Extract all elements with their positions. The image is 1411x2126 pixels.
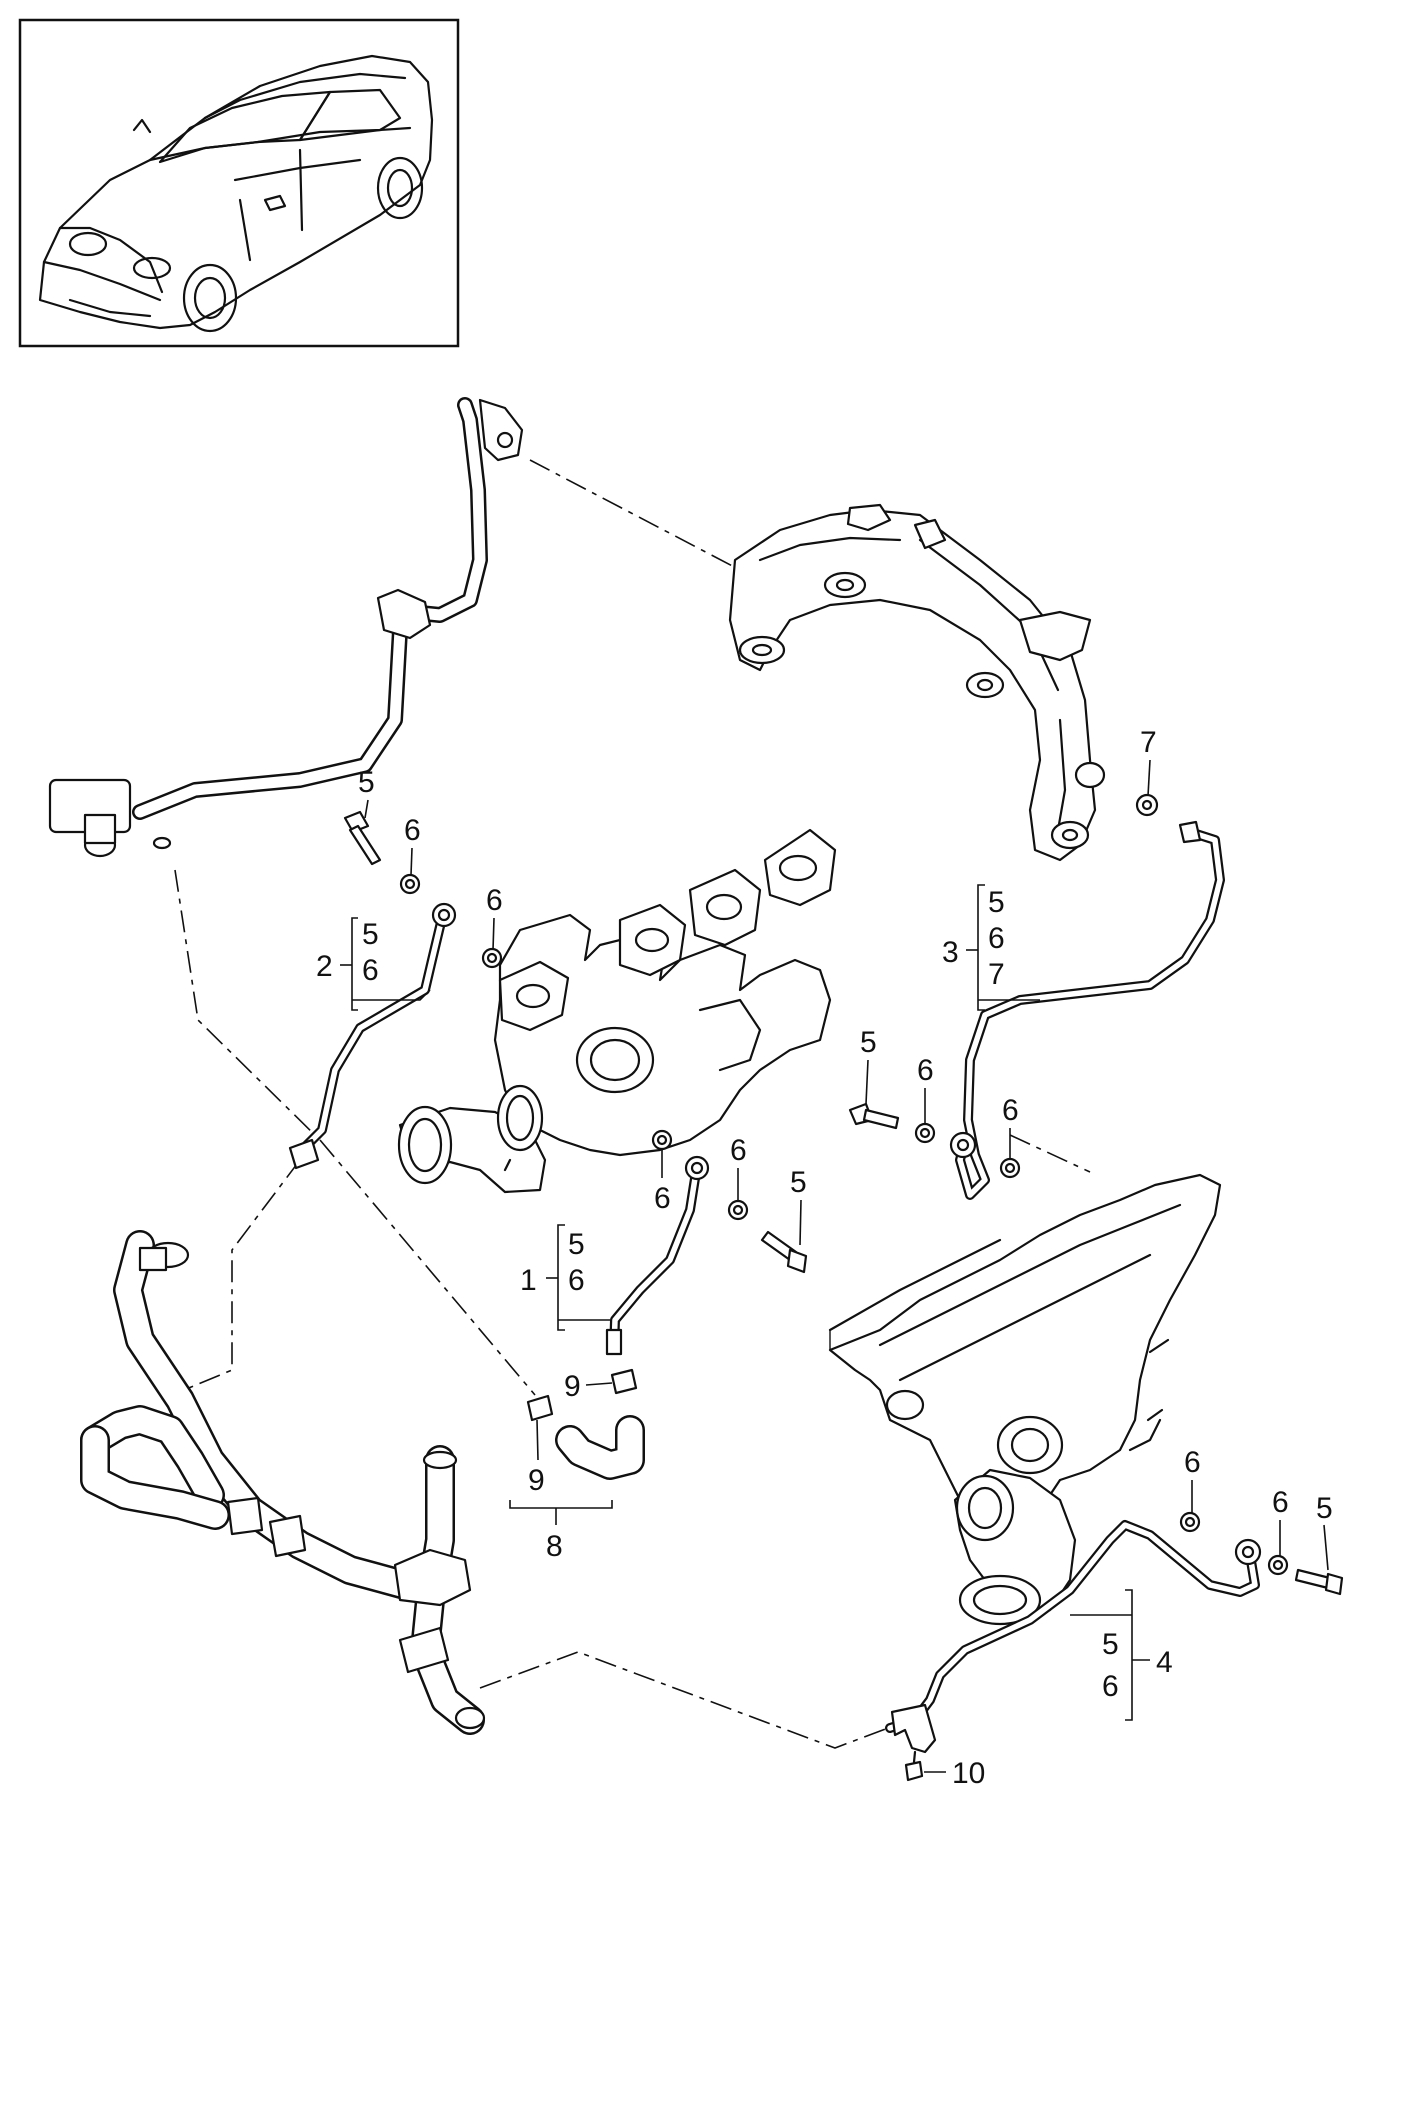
fasteners: [343, 793, 1344, 1782]
callout-2: 2: [316, 950, 333, 983]
callout-8: 8: [546, 1530, 563, 1563]
callout-5: 5: [790, 1166, 807, 1199]
callout-3-sub-7: 7: [988, 958, 1005, 991]
clamp-9: [610, 1368, 638, 1395]
callout-4: 4: [1156, 1646, 1173, 1679]
callout-6: 6: [1002, 1094, 1019, 1127]
left-turbocharger: [397, 828, 837, 1194]
washer-6: [1179, 1511, 1201, 1533]
thumbnail-frame: [18, 18, 460, 348]
washer-6: [399, 873, 421, 895]
callout-4-sub-6: 6: [1102, 1670, 1119, 1703]
bolt-5-lower-middle: [760, 1230, 808, 1274]
bolt-5-middle-right: [848, 1102, 900, 1130]
upper-coolant-pipe: [48, 397, 524, 858]
callout-5: 5: [358, 766, 375, 799]
vehicle-thumbnail: [18, 18, 460, 348]
callout-9: 9: [564, 1370, 581, 1403]
coolant-hoses: [80, 1230, 486, 1735]
car-icon: [38, 54, 434, 333]
callout-6: 6: [1272, 1486, 1289, 1519]
callout-4-sub-5: 5: [1102, 1628, 1119, 1661]
callout-6: 6: [486, 884, 503, 917]
washer-6: [914, 1122, 936, 1144]
line-4: [885, 1520, 1262, 1754]
clamp-9: [526, 1394, 554, 1422]
callout-1-sub-5: 5: [568, 1228, 585, 1261]
line-1: [605, 1155, 710, 1356]
callout-1-sub-6: 6: [568, 1264, 585, 1297]
bolt-10: [904, 1750, 924, 1782]
washer-6: [999, 1157, 1021, 1179]
callout-6: 6: [404, 814, 421, 847]
washer-7: [1135, 793, 1159, 817]
callout-2-sub-5: 5: [362, 918, 379, 951]
coolant-manifold: [728, 503, 1106, 862]
callout-6: 6: [1184, 1446, 1201, 1479]
callout-9: 9: [528, 1464, 545, 1497]
callout-7: 7: [1140, 726, 1157, 759]
washer-6: [481, 947, 503, 969]
callout-3-sub-5: 5: [988, 886, 1005, 919]
callout-3: 3: [942, 936, 959, 969]
callout-6: 6: [917, 1054, 934, 1087]
callout-6: 6: [654, 1182, 671, 1215]
hose-8: [555, 1415, 645, 1480]
line-3: [949, 820, 1225, 1200]
line-2: [288, 902, 457, 1170]
callout-5: 5: [1316, 1492, 1333, 1525]
callout-2-sub-6: 6: [362, 954, 379, 987]
callout-10: 10: [952, 1757, 985, 1790]
bolt-5-lower-right: [1294, 1568, 1344, 1596]
washer-6: [1267, 1554, 1289, 1576]
assembly-lines: [159, 459, 1091, 1749]
callout-labels: 5 6 6 2 5 6 7 3 5 6 7 5 6 6 6 6 5 1 5 6 …: [316, 726, 1333, 1790]
callout-3-sub-6: 6: [988, 922, 1005, 955]
callout-6: 6: [730, 1134, 747, 1167]
right-turbocharger: [828, 1173, 1222, 1626]
bolt-5-upper-left: [343, 810, 382, 866]
washer-6: [651, 1129, 673, 1151]
leader-lines: [340, 759, 1329, 1773]
callout-5: 5: [860, 1026, 877, 1059]
washer-6: [727, 1199, 749, 1221]
callout-1: 1: [520, 1264, 537, 1297]
